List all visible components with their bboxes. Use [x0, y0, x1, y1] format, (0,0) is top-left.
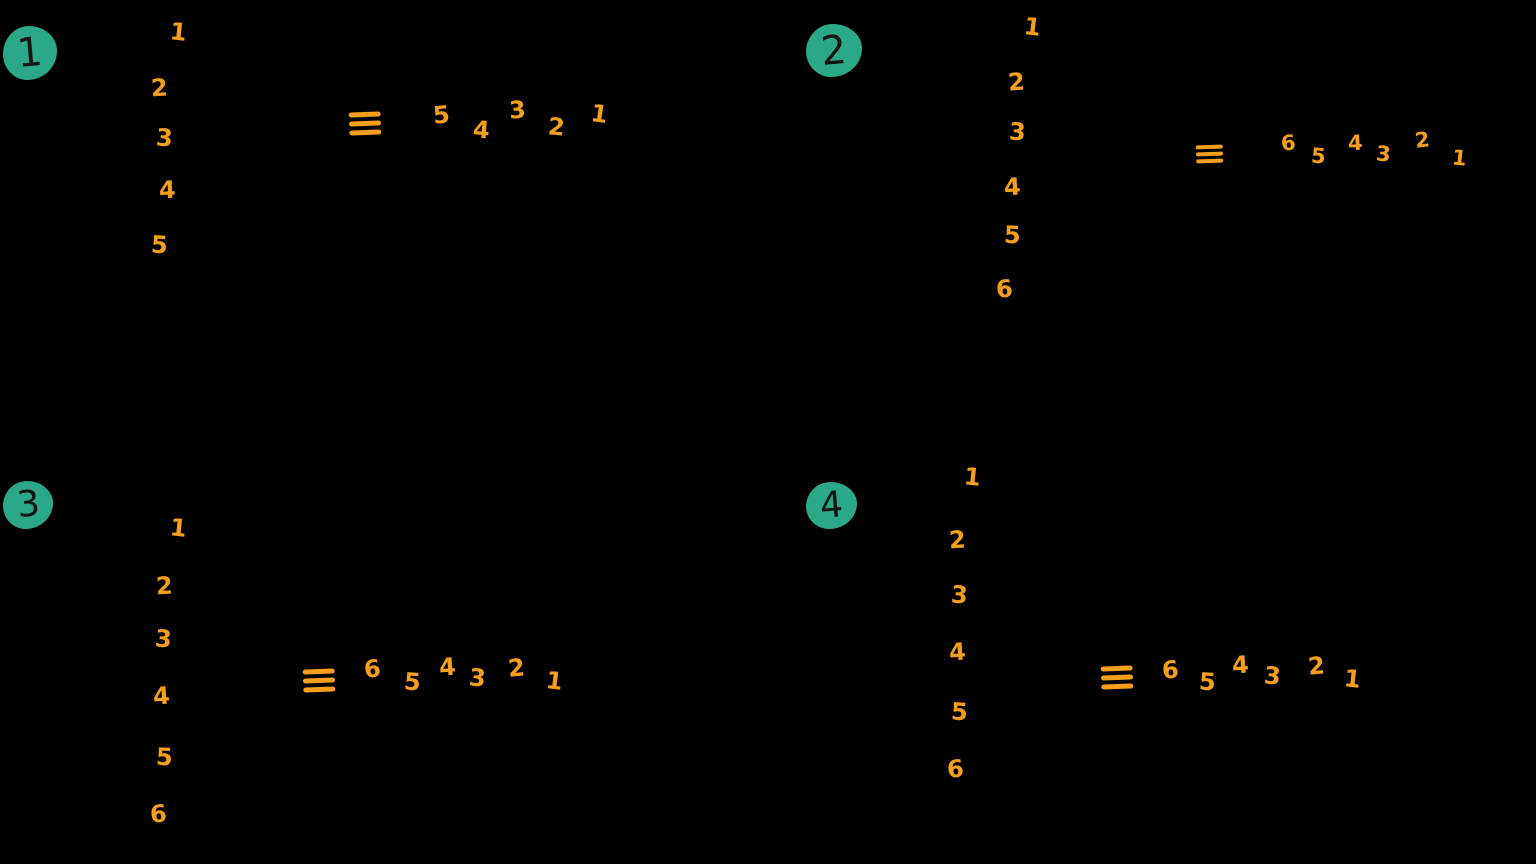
- list-item-number: 6: [945, 754, 965, 784]
- exercise-4-badge-number: 4: [818, 483, 845, 527]
- list-item-number: 1: [962, 462, 983, 492]
- reversed-item-number: 1: [1342, 664, 1363, 694]
- list-item-number: 5: [950, 697, 969, 727]
- exercise-3-badge: 3: [3, 481, 53, 529]
- reversed-item-number: 6: [1160, 655, 1181, 685]
- reversed-item-number: 5: [1198, 667, 1217, 697]
- reversed-item-number: 3: [1262, 661, 1282, 691]
- reversed-item-number: 4: [1231, 650, 1250, 680]
- exercise-1-badge: 1: [3, 26, 57, 80]
- list-item-number: 4: [948, 637, 967, 667]
- reversed-item-number: 2: [1306, 651, 1326, 681]
- list-item-number: 2: [948, 525, 967, 555]
- list-item-number: 3: [950, 580, 969, 610]
- equivalence-icon: [1100, 665, 1134, 690]
- exercise-2-badge: 2: [806, 24, 862, 77]
- exercise-4-badge: 4: [806, 482, 857, 529]
